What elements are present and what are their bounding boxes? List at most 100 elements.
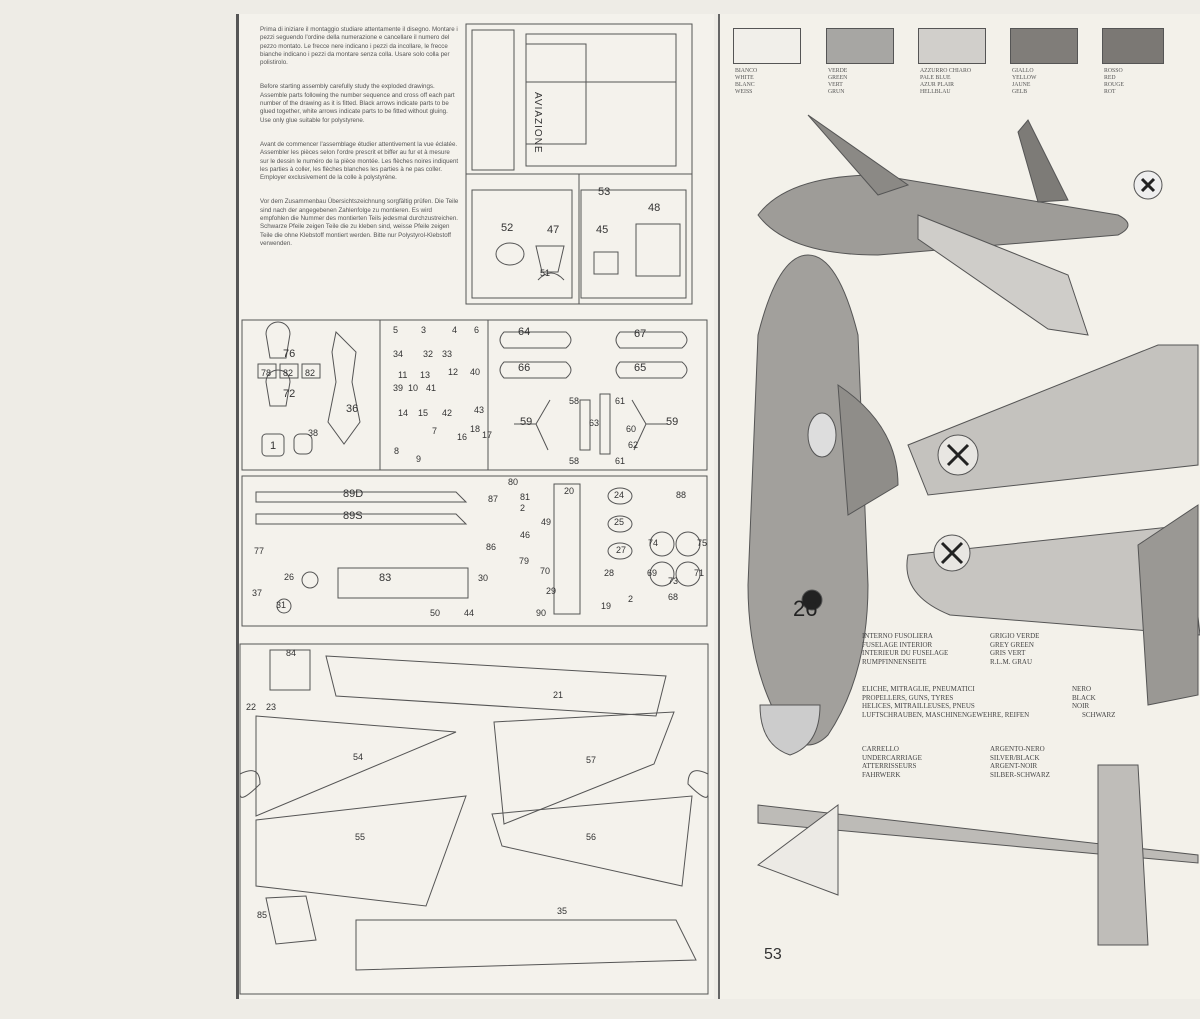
part-number: 16 (457, 432, 468, 442)
part-number: 18 (470, 424, 481, 434)
part-number: 76 (283, 348, 296, 360)
aircraft-code: 26 (793, 596, 818, 621)
instructions-german: Vor dem Zusammenbau Übersichtszeichnung … (260, 198, 459, 247)
part-number: 60 (626, 424, 637, 434)
part-number: 83 (379, 572, 392, 584)
part-number: 68 (668, 592, 679, 602)
part-number: 72 (283, 388, 296, 400)
part-number: 52 (501, 222, 514, 234)
swatch-white (733, 28, 801, 64)
part-number: 37 (252, 588, 263, 598)
part-number: 45 (596, 224, 609, 236)
part-number: 89D (343, 488, 364, 500)
part-number: 26 (284, 572, 295, 582)
part-number: 42 (442, 408, 453, 418)
part-number: 10 (408, 383, 419, 393)
part-number: 65 (634, 362, 647, 374)
part-number: 44 (464, 608, 475, 618)
part-number: 1 (270, 440, 277, 452)
part-number: 14 (398, 408, 409, 418)
part-number: 38 (308, 428, 319, 438)
part-number: 7 (432, 426, 438, 436)
part-number: 61 (615, 456, 626, 466)
assembly-page (236, 14, 714, 999)
part-number: 66 (518, 362, 531, 374)
part-number: 20 (564, 486, 575, 496)
part-number: 70 (540, 566, 551, 576)
part-number: 41 (426, 383, 437, 393)
part-number: 5 (393, 325, 399, 335)
part-number: 19 (601, 601, 612, 611)
part-number: 15 (418, 408, 429, 418)
part-number: 40 (470, 367, 481, 377)
legend-undercarriage: CARRELLO UNDERCARRIAGE ATTERRISSEURS FAH… (862, 745, 1050, 779)
part-number: 55 (355, 832, 366, 842)
part-number: 21 (553, 690, 564, 700)
part-number: 32 (423, 349, 434, 359)
part-number: 13 (420, 370, 431, 380)
part-number: 82 (305, 368, 316, 378)
instructions-french: Avant de commencer l'assemblage étudier … (260, 140, 459, 182)
part-number: 63 (589, 418, 600, 428)
part-number: 24 (614, 490, 625, 500)
part-number: 57 (586, 755, 597, 765)
part-number: 31 (276, 600, 287, 610)
decal-text: AVIAZIONE (532, 92, 543, 154)
part-number: 6 (474, 325, 480, 335)
part-number: 89S (343, 510, 363, 522)
part-number: 67 (634, 328, 647, 340)
part-number: 47 (547, 224, 560, 236)
part-number: 33 (442, 349, 453, 359)
part-number: 2 (520, 503, 526, 513)
part-number: 3 (421, 325, 427, 335)
part-number: 77 (254, 546, 265, 556)
part-number: 29 (546, 586, 557, 596)
part-number: 85 (257, 910, 268, 920)
aircraft-illustration (747, 114, 1200, 946)
part-number: 8 (394, 446, 400, 456)
swatch-pale-blue (918, 28, 986, 64)
part-number: 64 (518, 326, 531, 338)
part-number: 23 (266, 702, 277, 712)
part-number: 53 (598, 186, 611, 198)
part-number: 48 (648, 202, 661, 214)
part-number: 75 (697, 538, 708, 548)
part-number: 58 (569, 456, 580, 466)
part-number: 28 (604, 568, 615, 578)
part-number: 56 (586, 832, 597, 842)
part-number: 74 (648, 538, 659, 548)
instruction-text: Prima di iniziare il montaggio studiare … (260, 26, 460, 264)
part-number: 25 (614, 517, 625, 527)
part-number: 2 (628, 594, 634, 604)
part-number: 90 (536, 608, 547, 618)
part-number: 51 (540, 268, 551, 278)
part-number: 43 (474, 405, 485, 415)
part-number: 82 (283, 368, 294, 378)
part-number: 46 (520, 530, 531, 540)
part-number: 9 (416, 454, 422, 464)
part-number: 88 (676, 490, 687, 500)
swatch-green (826, 28, 894, 64)
sprue-diagram (239, 23, 709, 995)
part-number: 62 (628, 440, 639, 450)
part-number: 39 (393, 383, 404, 393)
page-number: 53 (764, 946, 782, 963)
part-number: 59 (520, 416, 533, 428)
part-number: 54 (353, 752, 364, 762)
legend-propellers: ELICHE, MITRAGLIE, PNEUMATICI PROPELLERS… (862, 685, 1116, 719)
part-number: 11 (398, 370, 408, 380)
part-number: 17 (482, 430, 493, 440)
part-number: 58 (569, 396, 580, 406)
part-number: 4 (452, 325, 458, 335)
part-number: 80 (508, 477, 519, 487)
part-number: 71 (694, 568, 705, 578)
part-number: 87 (488, 494, 499, 504)
part-number: 73 (668, 576, 679, 586)
part-number: 12 (448, 367, 459, 377)
